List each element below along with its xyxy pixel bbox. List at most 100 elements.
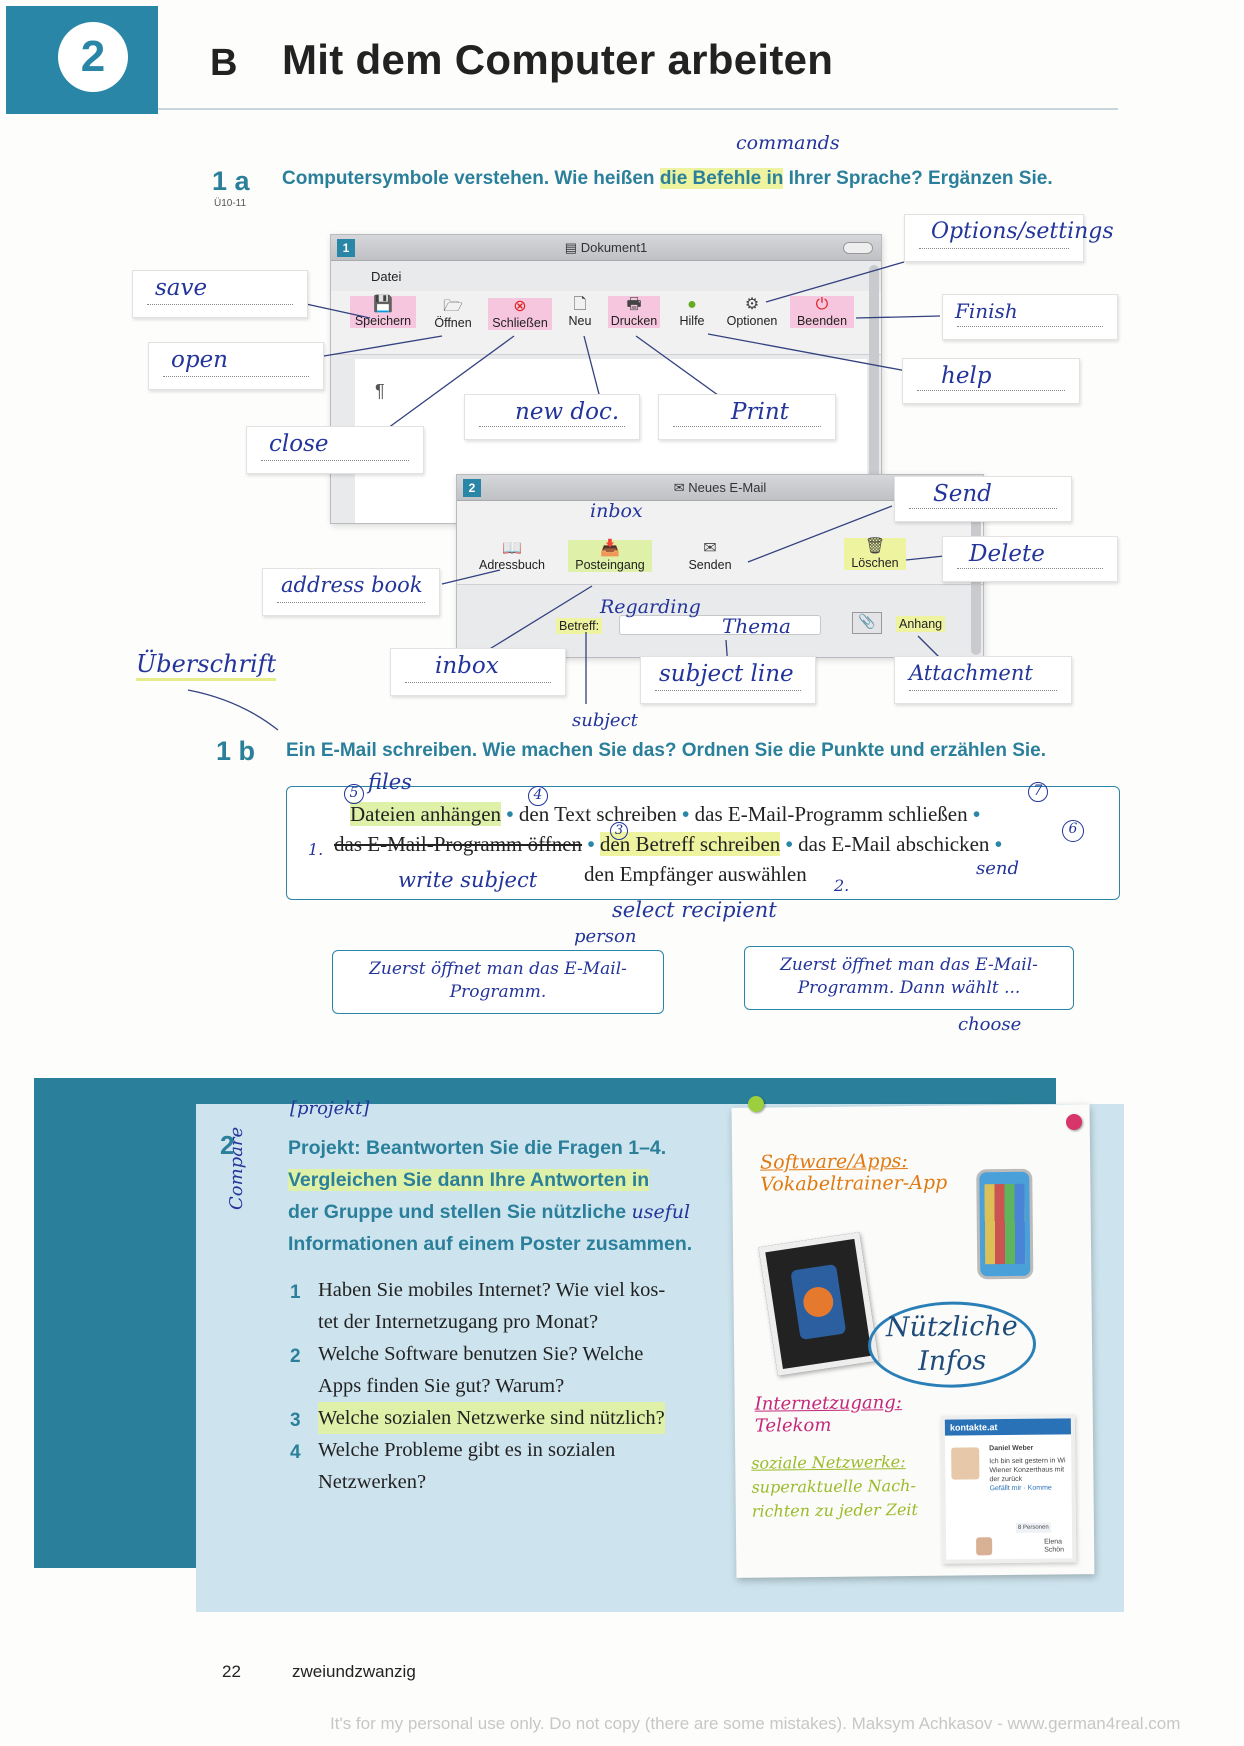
poster-social: soziale Netzwerke: superaktuelle Nach- r… (751, 1452, 919, 1521)
task-1a-reference: Ü10-11 (214, 198, 247, 209)
menu-datei[interactable]: Datei (371, 269, 402, 284)
answer-card-betreff: subject line (640, 656, 816, 704)
answer-card-optionen: Options/settings (904, 214, 1114, 262)
paperclip-icon[interactable]: 📎 (852, 612, 882, 634)
poster-software: Software/Apps: Vokabeltrainer-App (760, 1150, 948, 1196)
annotation-write-subject: write subject (398, 868, 538, 892)
task-1b-line-1: Dateien anhängen • den Text schreiben • … (350, 802, 981, 826)
annotation-select-recipient: select recipient (612, 898, 777, 922)
question-4-number: 4 (290, 1442, 301, 1463)
toolbar-beenden[interactable]: ⏻Beenden (790, 296, 854, 328)
speech-bubble-left: Zuerst öffnet man das E-Mail-Programm. (332, 950, 664, 1014)
question-3-text: Welche sozialen Netzwerke sind nützlich? (318, 1402, 665, 1434)
annotation-number-4: 4 (528, 786, 548, 806)
item-write-text: den Text schreiben (518, 802, 677, 826)
annotation-choose: choose (958, 1014, 1022, 1035)
toolbar-optionen[interactable]: ⚙Optionen (720, 296, 784, 328)
answer-card-hilfe: help (902, 358, 1080, 404)
annotation-inbox: inbox (590, 500, 643, 522)
answer-card-speichern: save (132, 270, 308, 318)
floppy-disk-icon: 💾 (373, 296, 393, 313)
annotation-send: send (976, 858, 1020, 879)
toolbar-adressbuch[interactable]: 📖Adressbuch (474, 540, 550, 572)
poster: Software/Apps: Vokabeltrainer-App Nützli… (731, 1104, 1095, 1578)
social-network-card: kontakte.at Daniel Weber Ich bin seit ge… (940, 1414, 1077, 1564)
item-choose-recipient: den Empfänger auswählen (584, 862, 807, 886)
toolbar-schliessen[interactable]: ⊗Schließen (488, 298, 552, 330)
question-2-number: 2 (290, 1346, 301, 1367)
task-2-number: 2 (220, 1130, 235, 1160)
window-title: ✉ Neues E-Mail (673, 480, 767, 495)
answer-card-oeffnen: open (148, 342, 324, 390)
label-connector-lines (187, 261, 945, 731)
annotation-number-3: 3 (610, 822, 628, 840)
document-scrollbar[interactable] (869, 265, 879, 519)
attachment-label: Anhang (896, 616, 946, 632)
personen-count: 8 Personen (1015, 1522, 1051, 1533)
toolbar-posteingang[interactable]: 📥Posteingang (568, 540, 652, 572)
task-2-intro-line-4: Informationen auf einem Poster zusammen. (288, 1233, 693, 1255)
document-titlebar: 1 ▤ Dokument1 (331, 235, 881, 261)
send-mail-icon: ✉ (703, 540, 717, 557)
item-write-subject: den Betreff schreiben (599, 832, 781, 856)
answer-card-beenden: Finish (942, 294, 1118, 340)
section-letter: B (210, 42, 238, 84)
toolbar-hilfe[interactable]: ●Hilfe (672, 296, 712, 328)
item-close-program: das E-Mail-Programm schließen (694, 802, 968, 826)
address-book-icon: 📖 (502, 540, 522, 557)
window-number: 2 (463, 479, 481, 497)
toolbar-neu[interactable]: 🗋Neu (562, 296, 598, 328)
annotation-number-2: 2. (834, 876, 850, 895)
task-1a-instruction: Computersymbole verstehen. Wie heißen di… (282, 168, 1053, 189)
toolbar-drucken[interactable]: 🖶Drucken (608, 296, 660, 328)
toolbar-oeffnen[interactable]: 🗁Öffnen (428, 298, 478, 330)
question-1-text: Haben Sie mobiles Internet? Wie viel kos… (318, 1279, 666, 1333)
page-title: Mit dem Computer arbeiten (282, 36, 834, 83)
tablet-image (758, 1232, 879, 1376)
annotation-ueberschrift: Überschrift (136, 650, 277, 681)
trash-icon: 🗑 (864, 538, 886, 555)
poster-title: Nützliche Infos (867, 1300, 1037, 1389)
document-icon: ▤ (564, 240, 581, 255)
window-number: 1 (337, 239, 355, 257)
speech-bubble-right: Zuerst öffnet man das E-Mail-Programm. D… (744, 946, 1074, 1010)
toolbar-senden[interactable]: ✉Senden (682, 540, 738, 572)
green-pin-icon (748, 1096, 764, 1112)
profile-name: Daniel Weber (989, 1444, 1034, 1453)
pink-pin-icon (1066, 1114, 1082, 1130)
question-3-number: 3 (290, 1410, 301, 1431)
close-circle-icon: ⊗ (513, 298, 527, 315)
chapter-number: 2 (58, 22, 128, 92)
answer-card-drucken: Print (658, 394, 836, 440)
answer-card-senden: Send (894, 476, 1072, 522)
new-document-icon: 🗋 (573, 296, 587, 313)
toolbar-loeschen[interactable]: 🗑Löschen (844, 538, 906, 570)
annotation-subject: subject (572, 710, 638, 731)
annotation-person: person (574, 926, 637, 947)
annotation-number-5: 5 (344, 784, 364, 804)
task-2-intro-line-3: der Gruppe und stellen Sie nützliche use… (288, 1201, 691, 1223)
annotation-projekt: [projekt] (290, 1098, 370, 1119)
profile-photo (951, 1447, 980, 1480)
printer-icon: 🖶 (626, 296, 642, 313)
social-site-name: kontakte.at (944, 1418, 1071, 1436)
item-open-program: das E-Mail-Programm öffnen (334, 832, 583, 856)
item-attach-files: Dateien anhängen (350, 802, 502, 826)
task-2-intro-line-2: Vergleichen Sie dann Ihre Antworten in (288, 1169, 650, 1191)
annotation-number-6: 6 (1062, 820, 1084, 842)
answer-card-adressbuch: address book (262, 568, 440, 616)
window-title: ▤ Dokument1 (564, 240, 648, 255)
answer-card-loeschen: Delete (942, 536, 1118, 582)
folder-open-icon: 🗁 (443, 298, 463, 315)
annotation-regarding: Regarding (600, 596, 701, 618)
subject-input[interactable] (619, 615, 821, 635)
help-icon: ● (687, 296, 697, 313)
annotation-commands: commands (736, 132, 840, 154)
smartphone-image (976, 1168, 1034, 1280)
item-send-email: das E-Mail abschicken (798, 832, 990, 856)
annotation-number-7: 7 (1028, 782, 1048, 802)
window-toggle[interactable] (843, 242, 873, 254)
